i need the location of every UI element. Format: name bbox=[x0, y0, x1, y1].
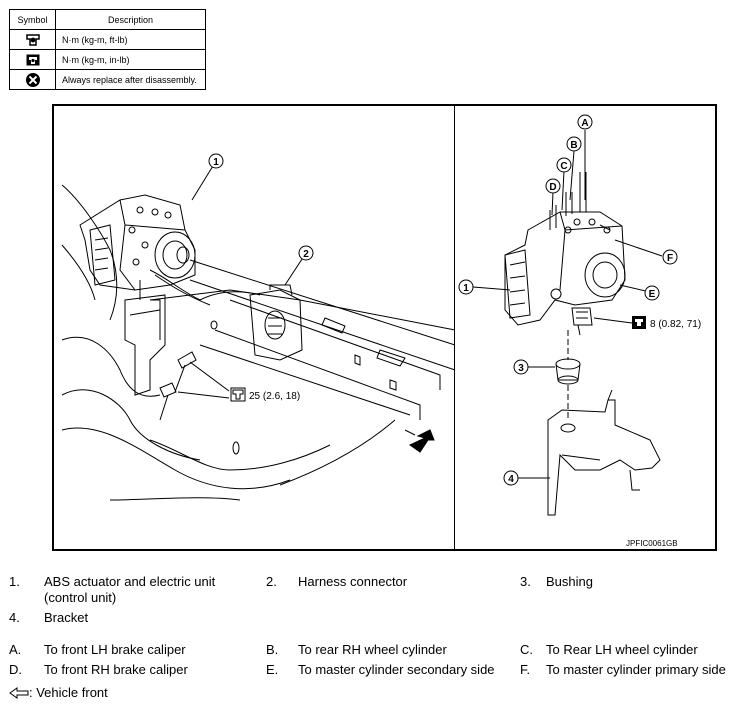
legend-num: 4. bbox=[9, 610, 20, 625]
legend-item-1: ABS actuator and electric unit (control … bbox=[44, 574, 216, 605]
legend-key: F. bbox=[520, 662, 531, 677]
vehicle-front-arrow-icon bbox=[9, 686, 29, 699]
svg-text:C: C bbox=[560, 161, 567, 172]
callout-a: A bbox=[577, 114, 593, 130]
legend-letter-d: To front RH brake caliper bbox=[44, 662, 188, 677]
callout-1-left: 1 bbox=[208, 153, 224, 169]
legend-key: D. bbox=[9, 662, 22, 677]
torque-inlb-icon bbox=[632, 316, 646, 329]
svg-text:4: 4 bbox=[508, 474, 514, 485]
legend-key: B. bbox=[266, 642, 279, 657]
torque-spec-right: 8 (0.82, 71) bbox=[632, 316, 701, 330]
legend-item-2: Harness connector bbox=[298, 574, 408, 589]
svg-text:B: B bbox=[570, 140, 577, 151]
bracket-right bbox=[547, 399, 661, 516]
callout-b: B bbox=[566, 136, 582, 152]
callout-4: 4 bbox=[503, 470, 519, 486]
symbol-description: Always replace after disassembly. bbox=[55, 69, 206, 90]
callout-1-right: 1 bbox=[458, 279, 474, 295]
callout-d: D bbox=[545, 178, 561, 194]
abs-actuator-right bbox=[504, 211, 626, 326]
vehicle-front-label: : Vehicle front bbox=[29, 685, 108, 701]
svg-text:1: 1 bbox=[213, 157, 219, 168]
legend-num: 3. bbox=[520, 574, 531, 589]
callout-f: F bbox=[662, 249, 678, 265]
callout-c: C bbox=[556, 157, 572, 173]
vehicle-front-note: : Vehicle front bbox=[9, 684, 108, 700]
legend-key: E. bbox=[266, 662, 279, 677]
svg-text:8 (0.82, 71): 8 (0.82, 71) bbox=[650, 319, 701, 330]
svg-text:E: E bbox=[649, 289, 656, 300]
torque-ftlb-icon bbox=[25, 33, 40, 46]
svg-text:2: 2 bbox=[303, 249, 309, 260]
callout-e: E bbox=[644, 285, 660, 301]
legend-num: 2. bbox=[266, 574, 277, 589]
svg-text:D: D bbox=[549, 182, 556, 193]
legend-item-4: Bracket bbox=[44, 610, 89, 625]
callout-2: 2 bbox=[298, 245, 314, 261]
legend-letter-f: To master cylinder primary side bbox=[546, 662, 726, 677]
symbol-table: Symbol Description N·m (kg-m, ft-lb) N·m… bbox=[9, 9, 206, 90]
figure-code: JPFIC0061GB bbox=[626, 539, 678, 548]
callout-3: 3 bbox=[513, 359, 529, 375]
always-replace-icon bbox=[25, 72, 40, 87]
legend-key: C. bbox=[520, 642, 533, 657]
torque-inlb-icon bbox=[26, 54, 39, 65]
legend-num: 1. bbox=[9, 574, 20, 589]
legend-key: A. bbox=[9, 642, 22, 657]
torque-spec-left: 25 (2.6, 18) bbox=[230, 387, 300, 402]
diagram-divider bbox=[454, 104, 455, 551]
diagram-frame bbox=[52, 104, 717, 551]
legend-item-3: Bushing bbox=[546, 574, 593, 589]
callout-leader bbox=[191, 160, 217, 201]
svg-text:25 (2.6, 18): 25 (2.6, 18) bbox=[249, 391, 300, 402]
svg-text:1: 1 bbox=[463, 283, 469, 294]
legend-letter-b: To rear RH wheel cylinder bbox=[298, 642, 447, 657]
legend-letter-c: To Rear LH wheel cylinder bbox=[546, 642, 698, 657]
torque-ftlb-icon bbox=[230, 387, 246, 402]
svg-text:3: 3 bbox=[518, 363, 524, 374]
abs-actuator-left bbox=[79, 194, 196, 291]
body-outline bbox=[61, 184, 118, 321]
svg-text:A: A bbox=[581, 118, 588, 129]
svg-text:F: F bbox=[667, 253, 673, 264]
legend-letter-a: To front LH brake caliper bbox=[44, 642, 186, 657]
legend-letter-e: To master cylinder secondary side bbox=[298, 662, 495, 677]
harness-connector bbox=[249, 289, 303, 361]
